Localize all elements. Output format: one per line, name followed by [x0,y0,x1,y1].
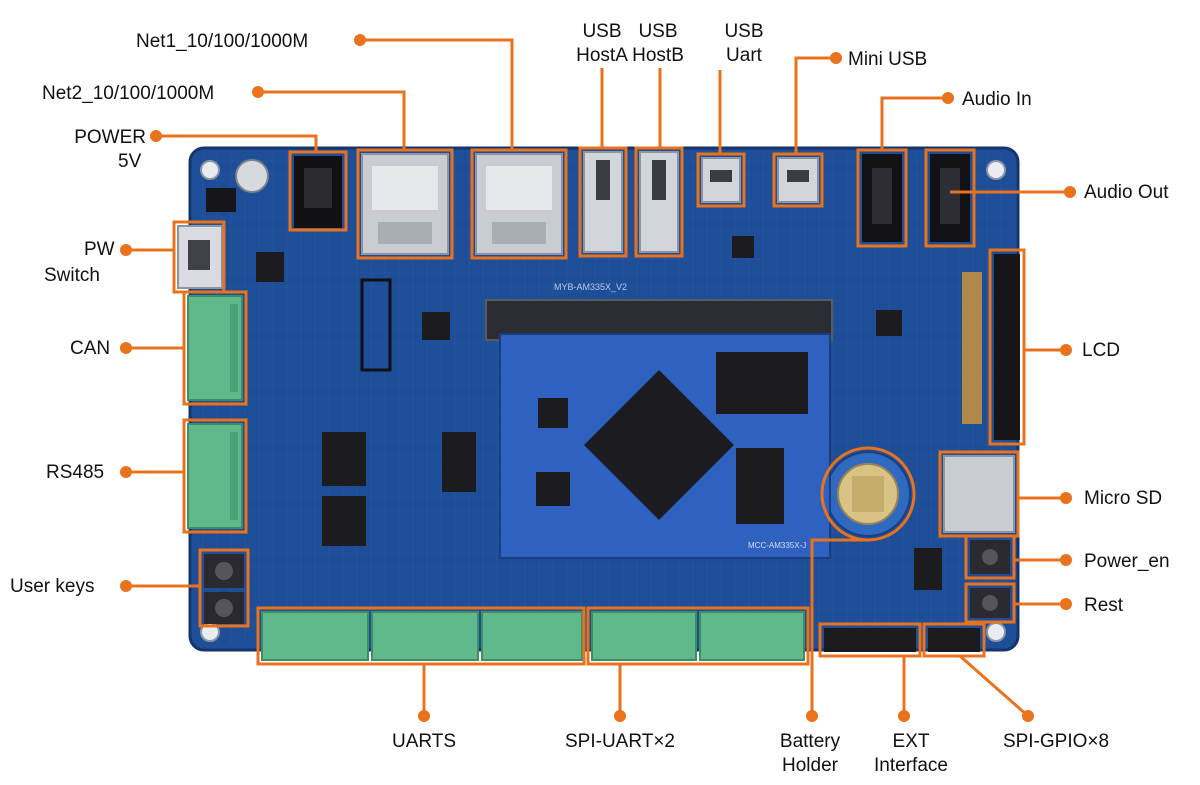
label-usb-hostb-line2: HostB [632,45,684,66]
ext-header [824,628,916,652]
ethernet-jack-2 [361,153,449,255]
label-net2: Net2_10/100/1000M [42,83,215,104]
capacitor [235,159,269,193]
label-spi-uart: SPI-UART×2 [565,731,675,752]
label-power-line2: 5V [118,151,142,172]
can-terminal [187,295,243,401]
label-can: CAN [70,338,111,359]
cpu-chip [584,370,734,520]
ram-chip-1 [716,352,808,414]
label-usb-uart-line1: USB [724,21,764,42]
label-ext-line1: EXT [892,731,930,752]
usb-uart-port [701,157,741,203]
label-power-line1: POWER [74,127,146,148]
audio-out-jack [930,154,970,242]
core-chip-small [536,472,570,506]
label-mini-usb: Mini USB [848,49,928,70]
label-user-keys: User keys [10,576,95,597]
label-usb-hostb-line1: USB [638,21,678,42]
label-uarts: UARTS [391,731,457,752]
label-micro-sd: Micro SD [1084,488,1163,509]
dc-jack-small [206,188,236,212]
label-power-en: Power_en [1084,551,1170,572]
label-audio-out: Audio Out [1084,182,1169,203]
label-usb-uart-line2: Uart [726,45,762,66]
label-audio-in: Audio In [962,89,1032,110]
label-lcd: LCD [1082,340,1121,361]
uarts-terminals [261,611,583,661]
leader-lines [126,38,1070,718]
micro-sd-slot [943,455,1015,533]
user-key-buttons [204,554,244,624]
core-model-text: MCC-AM335X-J [748,541,806,550]
label-ext-line2: Interface [874,755,948,776]
board-ics [256,236,942,590]
label-pw-line2: Switch [44,265,100,286]
ethernet-jack-1 [475,153,563,255]
usb-host-a-port [583,151,623,253]
lcd-connector [994,254,1020,440]
spi-gpio-header [928,628,980,652]
label-rs485: RS485 [46,462,105,483]
spi-uart-terminals [591,611,805,661]
pw-switch [177,225,223,289]
lcd-fpc-connector [962,272,982,424]
label-usb-hosta-line2: HostA [576,45,628,66]
label-net1: Net1_10/100/1000M [136,31,309,52]
label-battery-line2: Holder [782,755,838,776]
silk-model-text: MYB-AM335X_V2 [554,282,627,292]
label-pw-line1: PW [84,239,115,260]
mini-usb-port [777,157,819,203]
ram-chip-2 [736,448,784,524]
label-spi-gpio: SPI-GPIO×8 [1002,731,1110,752]
label-rest: Rest [1084,595,1124,616]
label-usb-hosta-line1: USB [582,21,622,42]
label-battery-line1: Battery [779,731,841,752]
leader-dots [120,34,1076,722]
callout-boxes [172,146,1026,666]
audio-in-jack [862,154,902,242]
core-chip-small-2 [538,398,568,428]
usb-host-b-port [639,151,679,253]
rs485-terminal [187,423,243,529]
